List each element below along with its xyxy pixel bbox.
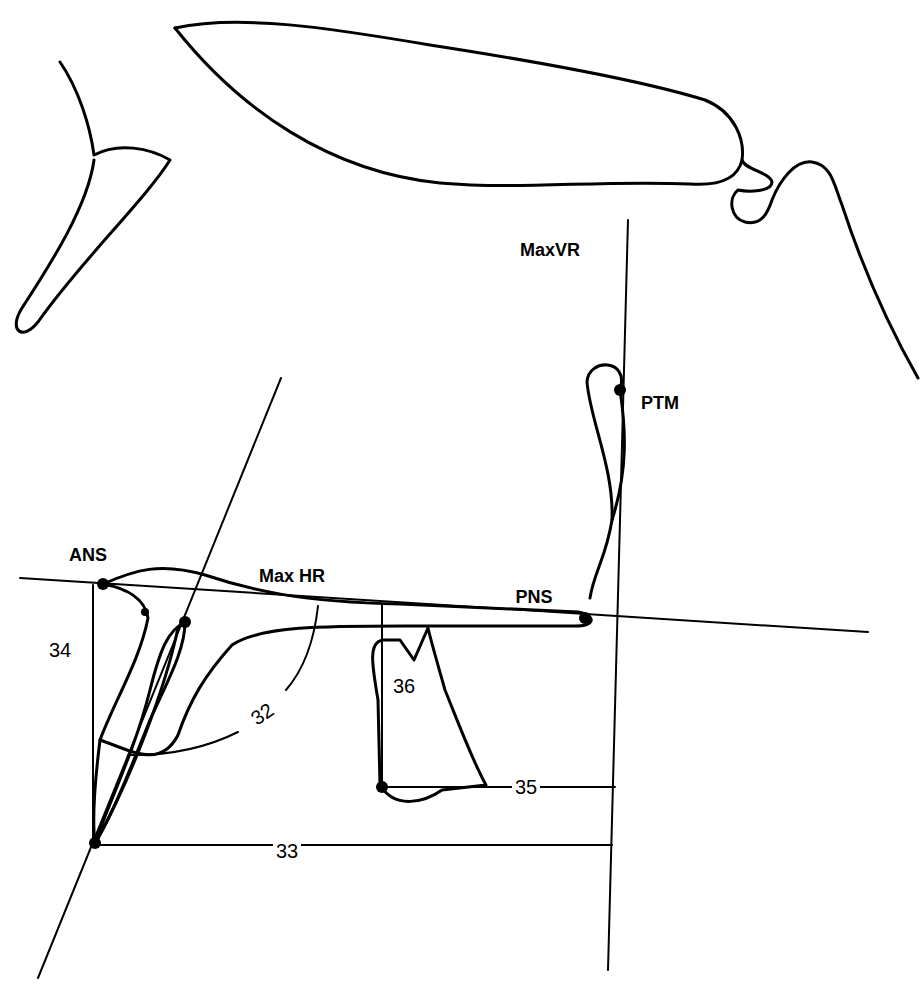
- measure-33: [95, 844, 612, 846]
- sphenoid-outline-lower: [175, 28, 742, 186]
- measure-32-arc: [286, 606, 318, 690]
- measure-36: [381, 604, 383, 787]
- measure-32-arc: [128, 732, 238, 755]
- landmark-dot: [179, 616, 191, 628]
- landmark-dot: [89, 837, 101, 849]
- landmark-dot: [579, 612, 591, 624]
- landmark-dot: [141, 608, 149, 616]
- landmark-dot: [376, 781, 388, 793]
- nasal-bone: [16, 62, 170, 332]
- callout-number: 35: [512, 776, 540, 798]
- maxilla-anterior: [94, 584, 148, 843]
- landmark-dot: [614, 384, 626, 396]
- molar-outline: [373, 628, 486, 801]
- callout-number: 36: [390, 675, 418, 697]
- pterygomaxillary-fissure: [587, 365, 622, 598]
- incisor-outline: [95, 622, 185, 843]
- landmark-label: PNS: [512, 587, 555, 607]
- incisor-axis: [38, 378, 281, 978]
- callout-number: 33: [273, 840, 301, 862]
- reference-label: MaxVR: [517, 240, 583, 260]
- max-vertical-reference: [608, 220, 628, 970]
- maxilla-outline: [100, 568, 591, 754]
- landmark-label: ANS: [66, 545, 110, 565]
- measure-34: [92, 585, 94, 843]
- callout-number: 32: [244, 697, 280, 731]
- max-horizontal-reference: [20, 578, 868, 632]
- sphenoid-outline: [175, 22, 918, 378]
- landmark-dot: [97, 578, 109, 590]
- callout-number: 34: [46, 639, 74, 661]
- reference-label: Max HR: [256, 566, 328, 586]
- landmark-label: PTM: [638, 393, 682, 413]
- measure-35: [382, 786, 615, 788]
